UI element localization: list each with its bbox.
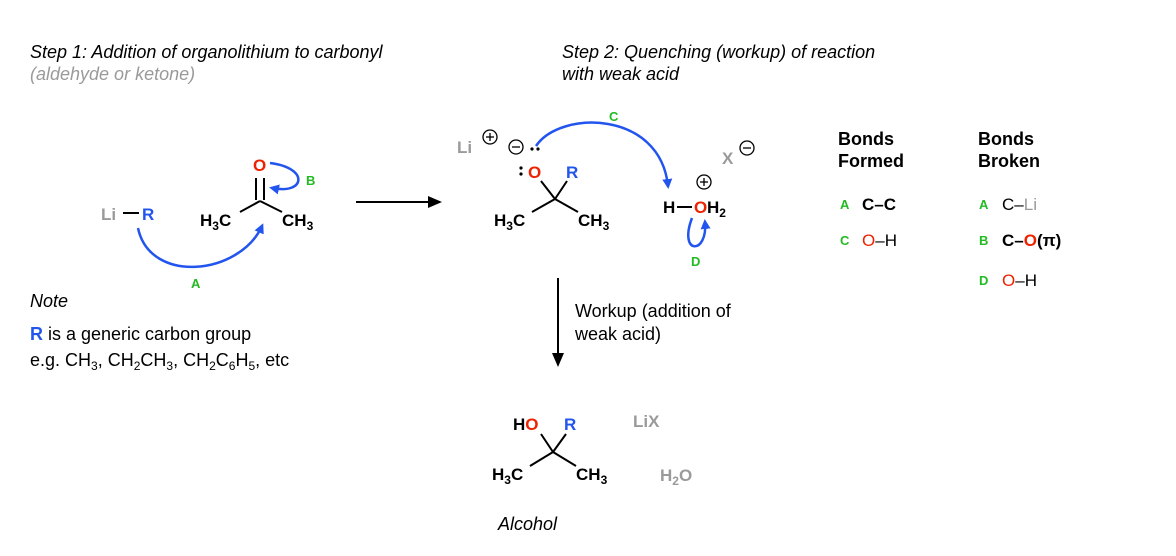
label-b: B	[306, 173, 315, 188]
alkoxide-oxygen: O	[528, 163, 541, 182]
h3c-left: H3C	[200, 211, 231, 233]
alkoxide-intermediate: Li O R H3C CH3	[457, 129, 610, 233]
broken-bond-d: O–H	[1002, 271, 1037, 290]
product-r: R	[564, 415, 576, 434]
hydronium-h2: H2	[707, 198, 726, 220]
formed-bond-a: C–C	[862, 195, 896, 214]
step1-subtitle: (aldehyde or ketone)	[30, 64, 195, 84]
broken-bond-a: C–Li	[1002, 195, 1037, 214]
bonds-broken-table: Bonds Broken A C–Li B C–O(π) D O–H	[978, 129, 1061, 290]
label-d: D	[691, 254, 700, 269]
li-atom: Li	[101, 205, 116, 224]
label-a: A	[191, 276, 201, 291]
carbonyl-oxygen: O	[253, 156, 266, 175]
c-ch3-right	[552, 451, 577, 467]
c-oh-bond	[540, 433, 554, 453]
broken-letter-b: B	[979, 233, 988, 248]
alcohol-product: HO R H3C CH3	[492, 415, 608, 487]
byproduct-water: H2O	[660, 466, 692, 488]
label-c: C	[609, 109, 619, 124]
c-o-bond	[540, 180, 556, 200]
int-h3c: H3C	[494, 211, 525, 233]
formed-header1: Bonds	[838, 129, 894, 149]
broken-letter-d: D	[979, 273, 988, 288]
hydroxyl: HO	[513, 415, 539, 434]
right-bond	[259, 200, 283, 213]
formed-letter-c: C	[840, 233, 850, 248]
c-r-bond	[552, 433, 567, 453]
broken-header1: Bonds	[978, 129, 1034, 149]
formed-header2: Formed	[838, 151, 904, 171]
minus-charge-icon	[739, 140, 755, 156]
hydronium-oxygen: O	[694, 198, 707, 217]
formed-letter-a: A	[840, 197, 850, 212]
li-cation: Li	[457, 138, 472, 157]
formed-bond-c: O–H	[862, 231, 897, 250]
counterion-x: X	[722, 149, 734, 168]
left-bond	[239, 200, 261, 213]
hydronium: H O H2	[663, 174, 726, 220]
minus-charge-icon	[508, 139, 524, 155]
note-line2: e.g. CH3, CH2CH3, CH2C6H5, etc	[30, 350, 289, 373]
workup-line1: Workup (addition of	[575, 301, 732, 321]
c-ch3-right	[554, 198, 579, 213]
step1-title: Step 1: Addition of organolithium to car…	[30, 42, 384, 62]
product-label: Alcohol	[497, 514, 558, 534]
arrow-d	[687, 217, 711, 248]
c-ch3-left	[531, 198, 556, 213]
prod-ch3: CH3	[576, 465, 608, 487]
hydronium-h: H	[663, 198, 675, 217]
broken-letter-a: A	[979, 197, 989, 212]
arrow-c	[534, 121, 673, 189]
arrow-b	[269, 161, 300, 195]
plus-charge-icon	[482, 129, 498, 145]
ketone: O H3C CH3	[200, 156, 314, 233]
step2-title-line2: with weak acid	[562, 64, 680, 84]
arrow-a	[136, 223, 264, 269]
step2-title-line1: Step 2: Quenching (workup) of reaction	[562, 42, 875, 62]
bonds-formed-table: Bonds Formed A C–C C O–H	[838, 129, 904, 250]
r-group: R	[142, 205, 154, 224]
note-line1: R is a generic carbon group	[30, 324, 251, 344]
c-r-bond	[554, 180, 568, 200]
broken-header2: Broken	[978, 151, 1040, 171]
ch3-right: CH3	[282, 211, 314, 233]
prod-h3c: H3C	[492, 465, 523, 487]
plus-charge-icon	[696, 174, 712, 190]
organolithium: Li R	[101, 205, 154, 224]
byproduct-lix: LiX	[633, 412, 660, 431]
broken-bond-b: C–O(π)	[1002, 231, 1061, 250]
int-ch3: CH3	[578, 211, 610, 233]
alkoxide-r: R	[566, 163, 578, 182]
note-title: Note	[30, 291, 68, 311]
c-ch3-left	[529, 451, 554, 467]
workup-line2: weak acid)	[574, 324, 661, 344]
